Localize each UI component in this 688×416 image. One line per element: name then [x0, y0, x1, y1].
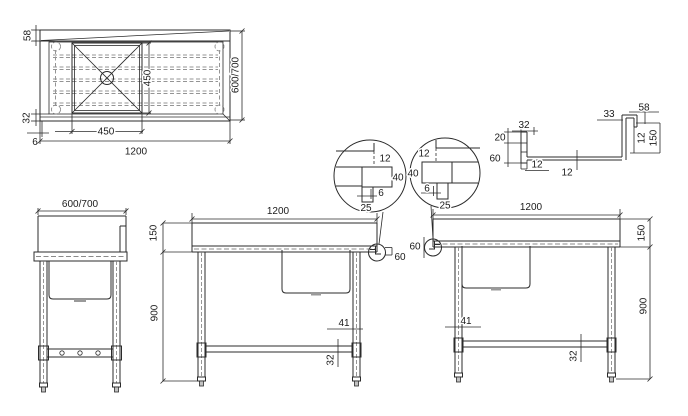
edge-section-profile: 32 20 60 12 12 33 58 12 150 — [488, 101, 661, 180]
dim-12: 12 — [418, 149, 430, 160]
dim-41: 41 — [338, 318, 350, 329]
edge-profile-box — [421, 161, 453, 184]
tabletop-band — [191, 222, 378, 253]
side-legs — [39, 261, 121, 383]
dim-600-700: 600/700 — [62, 199, 99, 210]
detail-circle-left: 12 40 6 25 — [333, 139, 407, 245]
side-view: 600/700 — [33, 198, 129, 393]
dim-58: 58 — [638, 103, 650, 114]
dim-40: 40 — [407, 169, 419, 180]
top-view-inner-edge — [48, 41, 224, 115]
dim-450-v: 450 — [143, 69, 154, 86]
top-view: 58 32 6 450 450 1200 600/700 — [20, 25, 245, 159]
edge-return-box — [436, 182, 449, 200]
dim-32: 32 — [326, 354, 337, 366]
dim-12-right: 12 — [637, 132, 648, 144]
detail-leader-line — [378, 211, 384, 245]
section-dimensions: 32 20 60 12 12 33 58 12 150 — [488, 101, 661, 180]
dim-60: 60 — [409, 242, 421, 253]
legs — [196, 252, 362, 387]
dim-1200: 1200 — [267, 206, 290, 217]
dim-6: 6 — [32, 137, 38, 148]
tabletop-band — [432, 218, 621, 248]
front-view-left: 1200 — [147, 205, 407, 387]
right-dimension-chain: 150 900 — [616, 216, 653, 382]
top-view-dimensions: 58 32 6 450 450 1200 600/700 — [20, 25, 245, 159]
dim-60: 60 — [394, 252, 406, 263]
dim-6: 6 — [424, 184, 430, 195]
detail-circle-right: 12 40 6 25 — [406, 137, 481, 240]
sink-bowl-front — [461, 246, 531, 289]
front-view-right: 1200 — [408, 201, 653, 383]
dim-25: 25 — [360, 203, 372, 214]
dim-60: 60 — [489, 154, 501, 165]
dim-12: 12 — [379, 154, 391, 165]
side-tabletop — [33, 251, 128, 262]
sink-bowl-top — [71, 42, 143, 114]
drain-hole — [100, 71, 114, 85]
edge-detail-marker: 60 — [408, 237, 442, 258]
dim-1200: 1200 — [125, 147, 148, 158]
dim-450-h: 450 — [98, 127, 115, 138]
dim-32: 32 — [569, 350, 580, 362]
dim-41: 41 — [460, 316, 472, 327]
dim-33: 33 — [603, 109, 615, 120]
dim-20: 20 — [494, 133, 506, 144]
drain-mark — [491, 287, 501, 291]
side-crossbar — [38, 345, 122, 361]
dim-12-left: 12 — [531, 160, 543, 171]
drain-mark — [311, 292, 321, 296]
dim-1200: 1200 — [520, 202, 543, 213]
left-dimension-chain: 150 900 — [147, 220, 197, 384]
edge-detail-marker: 60 — [368, 243, 407, 265]
drain-mark — [74, 299, 86, 302]
dim-32: 32 — [22, 112, 33, 124]
dim-150: 150 — [649, 129, 660, 146]
dim-58: 58 — [23, 30, 34, 42]
hidden-shelf-lines — [53, 50, 220, 106]
legs — [453, 247, 617, 383]
dim-900: 900 — [150, 304, 161, 321]
dim-900: 900 — [639, 297, 650, 314]
dim-32: 32 — [518, 120, 530, 131]
dim-12-mid: 12 — [561, 168, 573, 179]
dim-40: 40 — [392, 173, 404, 184]
side-feet — [39, 382, 121, 393]
dim-150: 150 — [637, 224, 648, 241]
side-sink-bowl — [48, 261, 112, 300]
leg-circle — [51, 104, 61, 115]
dim-600-700: 600/700 — [231, 56, 242, 93]
sink-bowl-front — [281, 250, 351, 294]
dim-6: 6 — [378, 188, 384, 199]
dim-25: 25 — [439, 201, 451, 212]
edge-return-box — [361, 186, 374, 203]
dim-150: 150 — [149, 224, 160, 241]
leg-circle — [51, 41, 61, 52]
top-view-outline — [39, 29, 231, 122]
edge-profile-box — [361, 166, 393, 188]
